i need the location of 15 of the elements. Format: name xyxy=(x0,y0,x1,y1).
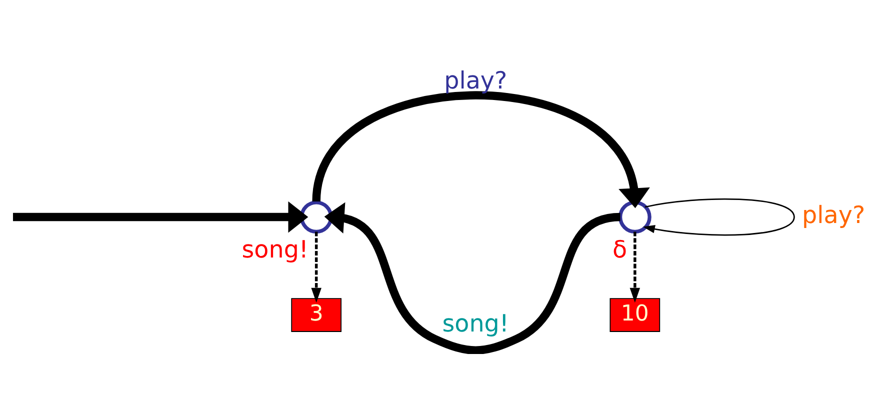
node-circle xyxy=(300,200,333,234)
edge-label: play? xyxy=(444,66,508,95)
edge-label: play? xyxy=(802,200,866,229)
edge-label: δ xyxy=(612,235,628,264)
arrow xyxy=(12,201,308,233)
edge-label: song! xyxy=(242,235,308,264)
arrow xyxy=(311,232,322,303)
arrow xyxy=(312,91,650,208)
node-box: 10 xyxy=(610,298,660,332)
arrow xyxy=(324,202,621,354)
arrow xyxy=(642,198,795,236)
edge-label: song! xyxy=(442,309,509,338)
node-box: 3 xyxy=(291,298,342,332)
arrow xyxy=(630,232,640,303)
node-circle xyxy=(618,200,652,234)
